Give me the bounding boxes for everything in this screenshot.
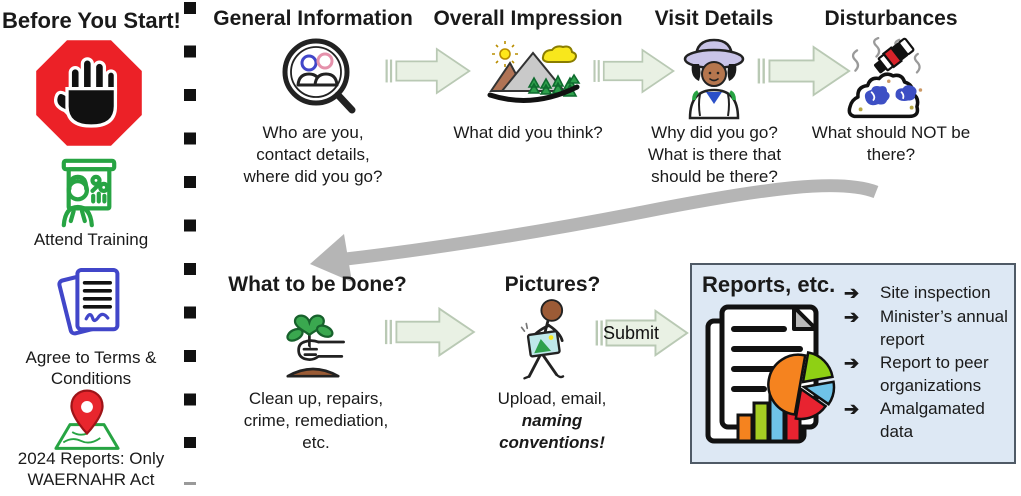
flow-arrow-icon [593, 48, 675, 94]
flow-arrow-icon [757, 45, 851, 97]
dashed-separator-end [184, 482, 196, 485]
step-title-pictures: Pictures? [504, 273, 601, 296]
person-with-photo-icon [520, 299, 565, 380]
step-title-general-information: General Information [213, 7, 413, 30]
step-title-disturbances: Disturbances [824, 7, 958, 30]
flow-arrow-icon [384, 306, 476, 358]
list-item: ➔ Site inspection [844, 282, 1012, 305]
submit-arrow-label: Submit [602, 322, 660, 343]
sidebar-item-label: 2024 Reports: Only WAERNAHR Act [17, 449, 165, 490]
reports-panel-title: Reports, etc. [702, 272, 836, 297]
step-description: What did you think? [453, 123, 603, 142]
dashed-separator [184, 2, 196, 448]
plant-in-hand-icon [286, 314, 345, 378]
magnifier-people-icon [282, 38, 356, 114]
step-description: Why did you go? What is there that shoul… [647, 123, 782, 186]
submit-arrow: Submit [592, 308, 692, 358]
visitor-icon [683, 38, 745, 120]
return-flow-arrow-icon [310, 179, 879, 282]
reports-panel: Reports, etc. ➔ [690, 263, 1016, 464]
pictures-description-line: Upload, email, [497, 389, 607, 408]
arrow-bullet-icon: ➔ [844, 353, 860, 374]
step-description: Upload, email, naming conventions! [487, 388, 617, 453]
sidebar-item-label: Agree to Terms & Conditions [25, 348, 157, 389]
sidebar-item-label: Attend Training [33, 230, 149, 249]
reports-list: ➔ Site inspection ➔ Minister’s annual re… [844, 282, 1012, 443]
arrow-bullet-icon: ➔ [844, 399, 860, 420]
step-title-what-to-be-done: What to be Done? [228, 273, 407, 296]
arrow-bullet-icon: ➔ [844, 283, 860, 303]
map-pin-icon [54, 389, 120, 450]
terms-documents-icon [57, 268, 120, 336]
landscape-icon [487, 41, 581, 103]
arrow-bullet-icon: ➔ [844, 307, 860, 328]
stop-hand-icon [36, 40, 142, 146]
submit-arrow-icon [595, 309, 689, 357]
list-item: ➔ Amalgamated data [844, 399, 985, 441]
documents-charts-icon [705, 304, 836, 444]
step-description: Clean up, repairs, crime, remediation, e… [243, 389, 389, 452]
step-title-overall-impression: Overall Impression [433, 7, 623, 30]
sidebar-title: Before You Start! [2, 8, 181, 33]
trash-pile-icon [847, 37, 923, 119]
step-description: Who are you, contact details, where did … [243, 123, 383, 186]
attend-training-icon [61, 158, 117, 228]
step-description: What should NOT be there? [811, 123, 971, 164]
flow-arrow-icon [385, 47, 471, 95]
step-title-visit-details: Visit Details [654, 7, 774, 30]
pictures-description-emphasis: naming conventions! [499, 410, 605, 452]
list-item: ➔ Minister’s annual report [844, 307, 1008, 349]
list-item: ➔ Report to peer organizations [844, 353, 989, 395]
